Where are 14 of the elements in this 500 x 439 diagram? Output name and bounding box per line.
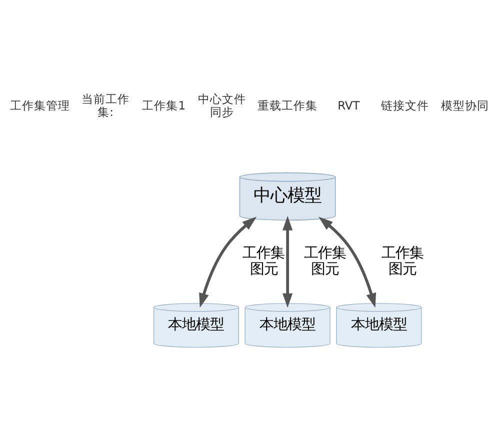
edge-label: 工作集图元 (381, 245, 424, 277)
arrow (282, 215, 293, 308)
label: 模型协同 (441, 98, 490, 112)
edge-label: 工作集图元 (304, 245, 346, 277)
label: 工作集1 (142, 98, 186, 112)
label: RVT (338, 98, 360, 112)
arrow (199, 216, 257, 308)
label: 中心文件同步 (198, 91, 246, 118)
label: 重载工作集 (258, 98, 318, 112)
label: 链接文件 (380, 98, 429, 112)
edge-label: 工作集图元 (242, 245, 285, 277)
label: 工作集管理 (10, 98, 70, 112)
label: 当前工作集: (82, 91, 130, 118)
arrow (318, 216, 376, 308)
